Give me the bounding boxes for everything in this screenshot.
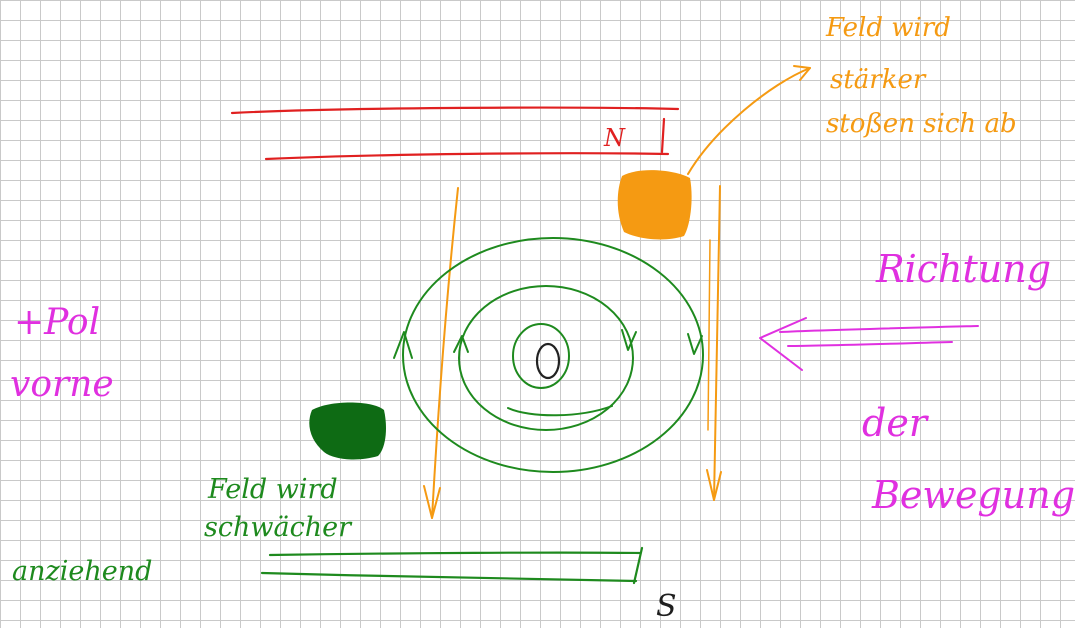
south-magnet: S (260, 546, 677, 624)
field-arrow-left-middle (453, 335, 469, 353)
note-strong-field: Feld wird stärker stoßen sich ab (825, 13, 1017, 139)
note-direction: Richtung der Bewegung (862, 247, 1075, 517)
pole-label-line1: +Pol (14, 302, 100, 343)
conductor-icon (535, 342, 561, 380)
orange-callout-arrowhead (793, 65, 811, 81)
orange-blob (617, 170, 692, 240)
south-magnet-top-edge (268, 551, 642, 557)
movement-arrow (759, 317, 979, 371)
note-weak-line1: Feld wird (207, 474, 338, 505)
movement-arrow-shaft-bottom (787, 341, 953, 347)
pole-label-line2: vorne (10, 364, 114, 405)
south-magnet-bottom-edge (260, 571, 638, 583)
field-ring-inner-arc (507, 405, 613, 417)
field-line-left (431, 187, 459, 519)
note-strong-line1: Feld wird (825, 13, 951, 43)
note-weak-line2: schwächer (204, 512, 353, 543)
note-weak-line3: anziehend (12, 556, 152, 587)
weak-field-region (309, 402, 386, 460)
direction-label-line3: Bewegung (871, 473, 1075, 517)
north-magnet-right-edge (660, 117, 666, 154)
north-pole-label: N (603, 124, 626, 152)
field-line-left-arrowhead (423, 485, 441, 519)
south-magnet-right-edge (632, 546, 644, 585)
field-line-right-arrowhead (706, 469, 722, 501)
field-line-right-inner (707, 239, 711, 431)
orange-callout-arrow (687, 67, 811, 175)
field-arrow-right-outer (687, 333, 703, 355)
strong-field-region (617, 65, 811, 240)
note-pole: +Pol vorne (10, 302, 114, 405)
field-ring-middle (458, 285, 634, 431)
south-pole-label: S (656, 589, 677, 624)
north-magnet-bottom-edge (264, 152, 670, 161)
field-line-right (713, 185, 721, 501)
movement-arrow-shaft-top (779, 325, 979, 333)
direction-label-line2: der (862, 401, 930, 445)
movement-arrowhead (759, 317, 807, 371)
magnet-field-lines (423, 185, 722, 519)
north-magnet: N (230, 106, 680, 161)
field-ring-inner (512, 323, 570, 389)
field-arrow-right-middle (621, 329, 637, 351)
conductor-field (393, 237, 704, 473)
note-strong-line3: stoßen sich ab (826, 109, 1017, 139)
field-ring-outer (402, 237, 704, 473)
north-magnet-top-edge (230, 106, 680, 115)
field-arrow-left-outer (393, 331, 413, 359)
note-strong-line2: stärker (830, 65, 927, 95)
note-weak-field: Feld wird schwächer anziehend (12, 474, 353, 587)
direction-label-line1: Richtung (875, 247, 1051, 291)
